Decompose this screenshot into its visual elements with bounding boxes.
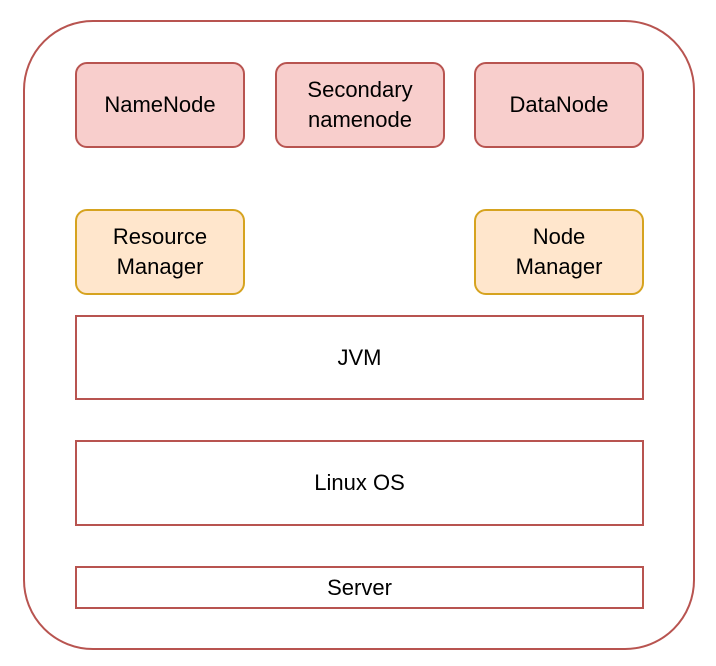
linux-os-layer: Linux OS bbox=[75, 440, 644, 526]
secondary-namenode-box: Secondary namenode bbox=[275, 62, 445, 148]
datanode-box: DataNode bbox=[474, 62, 644, 148]
node-manager-box: Node Manager bbox=[474, 209, 644, 295]
namenode-box: NameNode bbox=[75, 62, 245, 148]
resource-manager-box: Resource Manager bbox=[75, 209, 245, 295]
jvm-layer: JVM bbox=[75, 315, 644, 400]
server-layer: Server bbox=[75, 566, 644, 609]
